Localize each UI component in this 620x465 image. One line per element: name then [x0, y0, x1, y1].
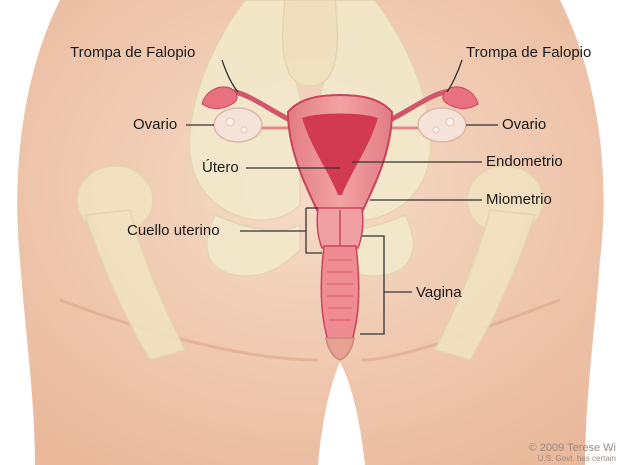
- ovary-left-shape: [213, 107, 263, 143]
- label-fallopian-tube-left: Trompa de Falopio: [70, 44, 196, 61]
- leader-lines: [186, 59, 498, 335]
- fimbriae-left: [201, 86, 238, 110]
- label-endometrium: Endometrio: [486, 153, 563, 170]
- ovary-right-follicle: [432, 126, 440, 134]
- ovary-right-shape: [417, 107, 467, 143]
- fimbriae-right: [442, 86, 479, 110]
- vulva-shape: [325, 337, 355, 361]
- copyright-credit: © 2009 Terese Wi: [528, 442, 616, 454]
- cervix-bracket: [305, 208, 322, 254]
- endometrium-shape: [302, 113, 378, 195]
- label-vagina: Vagina: [416, 284, 462, 301]
- ovary-left-follicle: [225, 117, 235, 127]
- vagina-bracket: [360, 235, 385, 335]
- leader-fallopian-right: [446, 59, 463, 93]
- ovary-right-follicle: [445, 117, 455, 127]
- label-cervix: Cuello uterino: [127, 222, 220, 239]
- label-ovary-left: Ovario: [133, 116, 178, 133]
- label-uterus: Útero: [202, 159, 239, 176]
- vaginal-rugae: [327, 259, 353, 321]
- label-fallopian-tube-right: Trompa de Falopio: [466, 44, 592, 61]
- left-leg-crease: [59, 298, 319, 362]
- leader-fallopian-left: [221, 59, 239, 93]
- label-myometrium: Miometrio: [486, 191, 552, 208]
- copyright-notice: U.S. Govt. has certain: [537, 454, 616, 463]
- ovary-left-follicle: [240, 126, 248, 134]
- label-ovary-right: Ovario: [502, 116, 547, 133]
- pelvis-bones: [76, 0, 544, 361]
